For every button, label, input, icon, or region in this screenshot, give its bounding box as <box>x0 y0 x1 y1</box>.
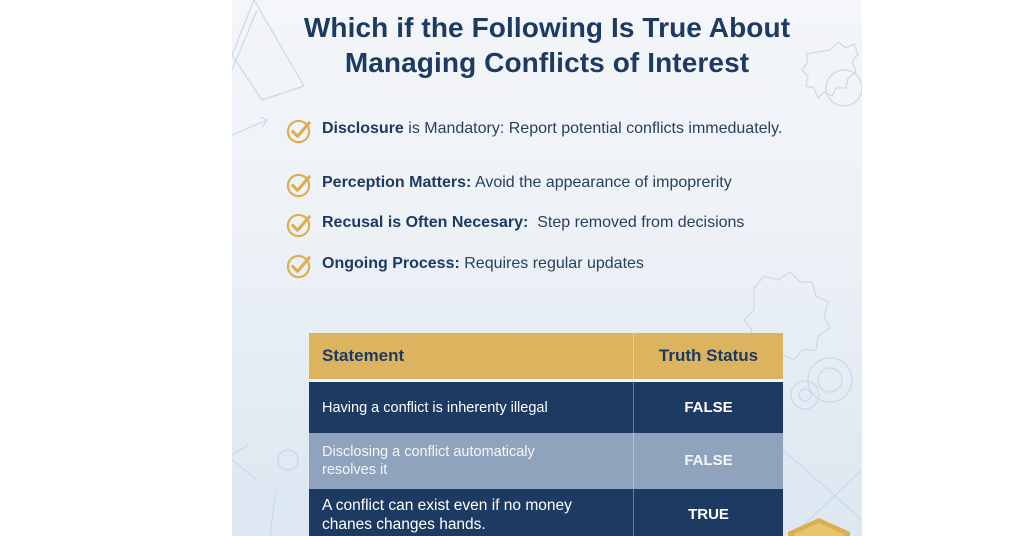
bullet-bold: Ongoing Process: <box>322 255 460 272</box>
statement-cell: Disclosing a conflict automaticaly resol… <box>309 433 634 488</box>
statement-cell: Having a conflict is inherenty illegal <box>309 382 634 433</box>
bullet-bold: Perception Matters: <box>322 174 472 191</box>
check-circle-icon <box>286 254 311 279</box>
header-truth-status: Truth Status <box>658 346 759 365</box>
check-circle-icon <box>286 213 311 238</box>
table-row: A conflict can exist even if no money ch… <box>309 488 783 536</box>
table-row: Disclosing a conflict automaticaly resol… <box>309 433 783 488</box>
table-header: Statement Truth Status <box>309 333 783 382</box>
bullet-recusal: Recusal is Often Necesary: Step removed … <box>286 212 745 238</box>
bullet-bold: Recusal is Often Necesary: <box>322 214 529 231</box>
bullet-bold: Disclosure <box>322 120 404 137</box>
status-cell: FALSE <box>684 398 733 416</box>
gold-shield-icon <box>788 518 850 536</box>
bullet-perception: Perception Matters: Avoid the appearance… <box>286 172 732 198</box>
table-row: Having a conflict is inherenty illegal F… <box>309 382 783 433</box>
status-cell: TRUE <box>688 506 729 523</box>
bullet-text: Step removed from decisions <box>528 214 745 231</box>
bullet-text: is Mandatory: Report potential conflicts… <box>403 120 783 137</box>
header-statement: Statement <box>309 333 634 379</box>
bullet-ongoing: Ongoing Process: Requires regular update… <box>286 253 644 279</box>
title-line-2: Managing Conflicts of Interest <box>344 47 750 78</box>
bullet-text: Requires regular updates <box>459 255 644 272</box>
check-circle-icon <box>286 119 311 144</box>
truth-table: Statement Truth Status Having a conflict… <box>309 333 783 536</box>
title-line-1: Which if the Following Is True About <box>303 12 791 43</box>
page-title: Which if the Following Is True About Man… <box>232 10 862 80</box>
bullet-disclosure: Disclosure is Mandatory: Report potentia… <box>286 118 783 144</box>
bullet-text: Avoid the appearance of impoprerity <box>471 174 732 191</box>
infographic-canvas: Which if the Following Is True About Man… <box>232 0 862 536</box>
status-cell: FALSE <box>684 451 733 469</box>
check-circle-icon <box>286 173 311 198</box>
statement-cell: A conflict can exist even if no money ch… <box>309 489 634 536</box>
